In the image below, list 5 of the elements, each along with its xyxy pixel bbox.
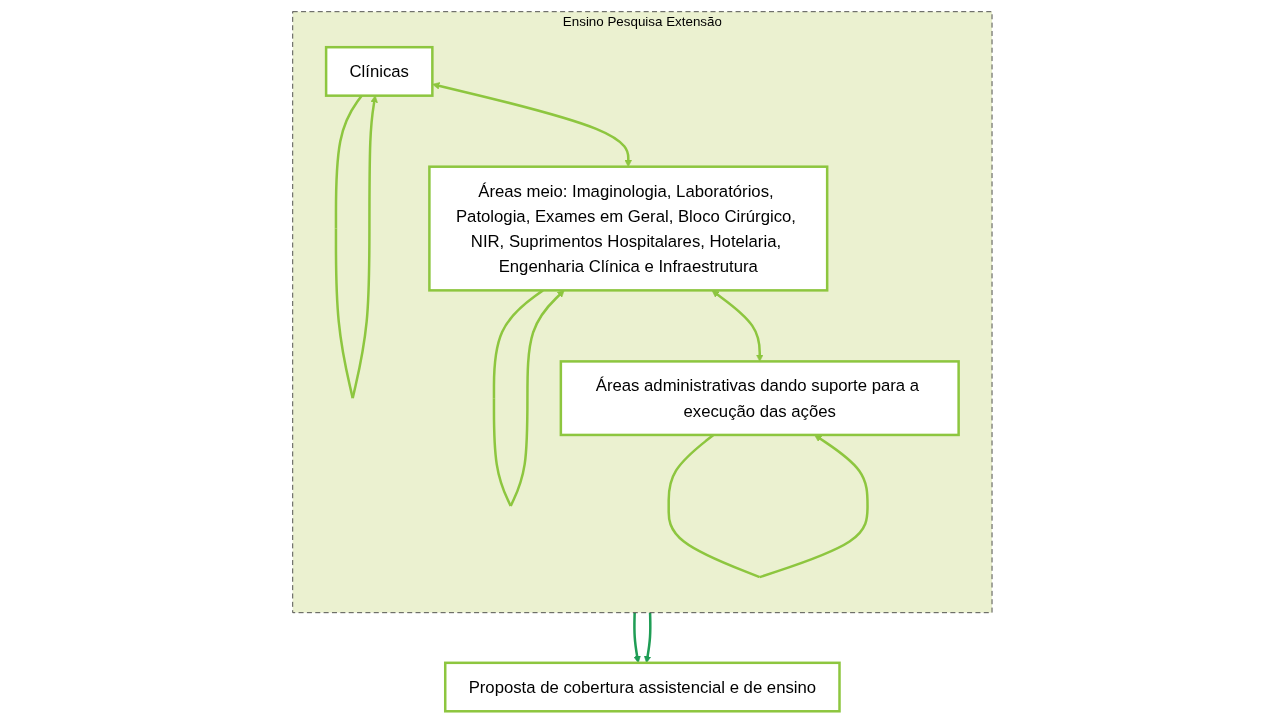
node-box: Áreas administrativas dando suporte para a execução das ações <box>559 360 960 437</box>
node-box: Clínicas <box>325 45 434 97</box>
arrow <box>711 290 764 362</box>
node-box: Proposta de cobertura assistencial e de ensino <box>444 661 841 713</box>
node-box: Áreas meio: Imaginologia, Laboratórios, Patologia, Exames em Geral, Bloco Cirúrgico, NIR, Suprimentos Hospitalares, Hotelaria, Engenharia Clínica e Infraestrutura <box>428 165 829 292</box>
